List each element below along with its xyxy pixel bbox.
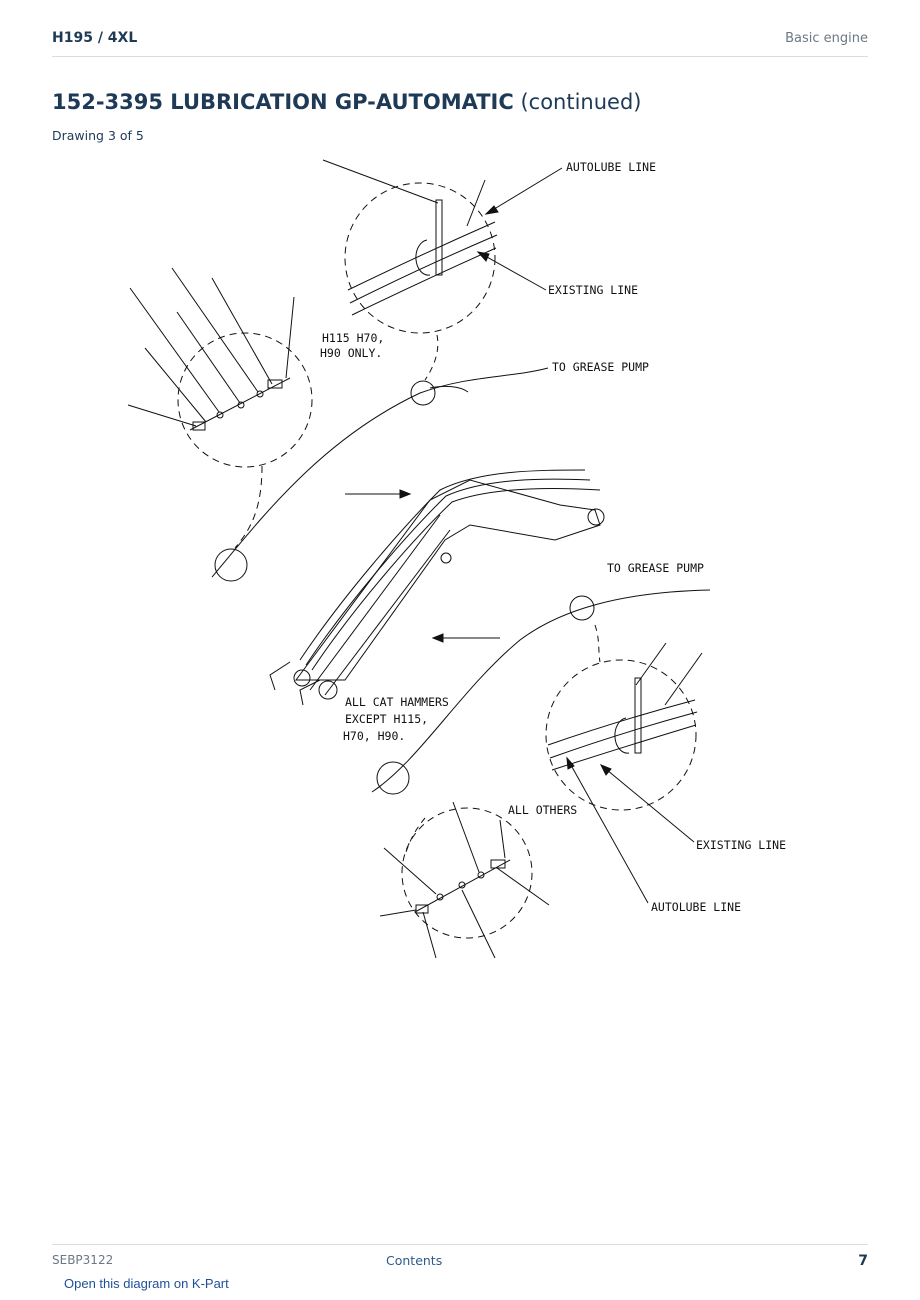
label-grease-top: TO GREASE PUMP (552, 360, 649, 374)
page-footer: SEBP3122 Contents 7 (52, 1244, 868, 1275)
label-h115-line1: H115 H70, (322, 331, 384, 345)
label-all-others: ALL OTHERS (508, 803, 577, 817)
detail-fittings-lower (379, 801, 550, 959)
label-h115-line2: H90 ONLY. (320, 346, 382, 360)
model-name: H195 / 4XL (52, 30, 138, 46)
lube-line-upper (211, 334, 549, 582)
label-hammers-line1: ALL CAT HAMMERS (345, 695, 449, 709)
label-existing-top: EXISTING LINE (548, 283, 638, 297)
diagram-labels: AUTOLUBE LINE EXISTING LINE H115 H70, H9… (320, 160, 786, 914)
document-number: SEBP3122 (52, 1253, 114, 1267)
title-part-name: 152-3395 LUBRICATION GP-AUTOMATIC (52, 90, 514, 114)
detail-clip-right (545, 642, 703, 904)
detail-clip-top (322, 159, 563, 334)
page-header: H195 / 4XL Basic engine (52, 28, 868, 57)
page-number: 7 (858, 1253, 868, 1269)
section-name: Basic engine (785, 31, 868, 46)
parts-diagram: AUTOLUBE LINE EXISTING LINE H115 H70, H9… (0, 140, 920, 970)
label-hammers-line2: EXCEPT H115, (345, 712, 428, 726)
page-title: 152-3395 LUBRICATION GP-AUTOMATIC (conti… (52, 90, 642, 114)
label-hammers-line3: H70, H90. (343, 729, 405, 743)
kpart-link[interactable]: Open this diagram on K-Part (64, 1276, 229, 1291)
label-grease-bottom: TO GREASE PUMP (607, 561, 704, 575)
lube-line-lower (371, 589, 711, 856)
label-autolube-bottom: AUTOLUBE LINE (651, 900, 741, 914)
detail-fittings-upper-left (127, 267, 313, 549)
label-existing-bottom: EXISTING LINE (696, 838, 786, 852)
label-autolube-top: AUTOLUBE LINE (566, 160, 656, 174)
title-suffix: (continued) (520, 90, 642, 114)
boom-assembly (269, 469, 605, 706)
parts-diagram-svg: AUTOLUBE LINE EXISTING LINE H115 H70, H9… (127, 159, 786, 959)
contents-link[interactable]: Contents (386, 1253, 443, 1268)
drawing-counter: Drawing 3 of 5 (52, 128, 144, 143)
